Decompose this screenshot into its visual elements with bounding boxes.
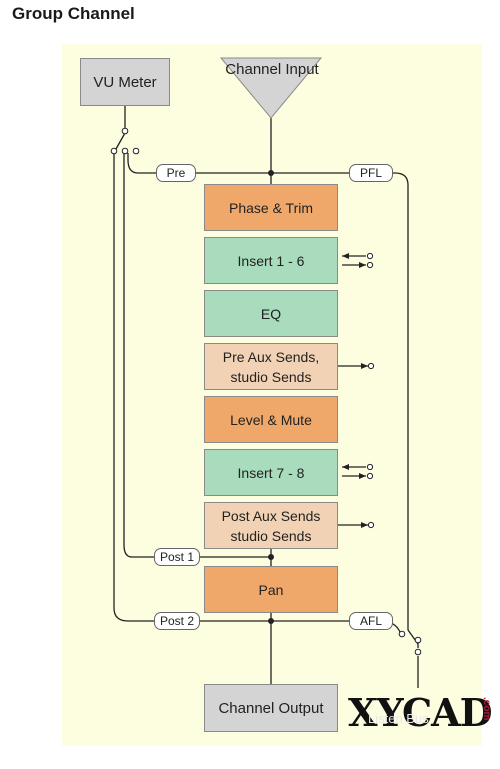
block-post-aux-sends: Post Aux Sends studio Sends	[204, 502, 338, 549]
channel-input-label: Channel Input	[225, 61, 319, 78]
channel-input-triangle	[219, 57, 323, 119]
block-eq: EQ	[204, 290, 338, 337]
block-phase-trim: Phase & Trim	[204, 184, 338, 231]
channel-output-box: Channel Output	[204, 684, 338, 732]
channel-output-label: Channel Output	[218, 699, 324, 717]
tap-label-afl: AFL	[349, 612, 393, 630]
watermark-logo: XYCAD	[348, 690, 493, 735]
tap-label-pfl: PFL	[349, 164, 393, 182]
listen-bus-label: Listen Bus	[368, 711, 429, 726]
tap-label-pre: Pre	[156, 164, 196, 182]
tap-label-post1: Post 1	[154, 548, 200, 566]
vu-meter-box: VU Meter	[80, 58, 170, 106]
diagram-panel	[62, 44, 482, 746]
block-level-mute: Level & Mute	[204, 396, 338, 443]
block-pre-aux-sends: Pre Aux Sends, studio Sends	[204, 343, 338, 390]
tap-label-post2: Post 2	[154, 612, 200, 630]
vu-meter-label: VU Meter	[93, 73, 157, 91]
block-pan: Pan	[204, 566, 338, 613]
page-title: Group Channel	[12, 4, 135, 23]
block-insert-1-6: Insert 1 - 6	[204, 237, 338, 284]
watermark-suffix: .com	[481, 697, 492, 721]
block-insert-7-8: Insert 7 - 8	[204, 449, 338, 496]
